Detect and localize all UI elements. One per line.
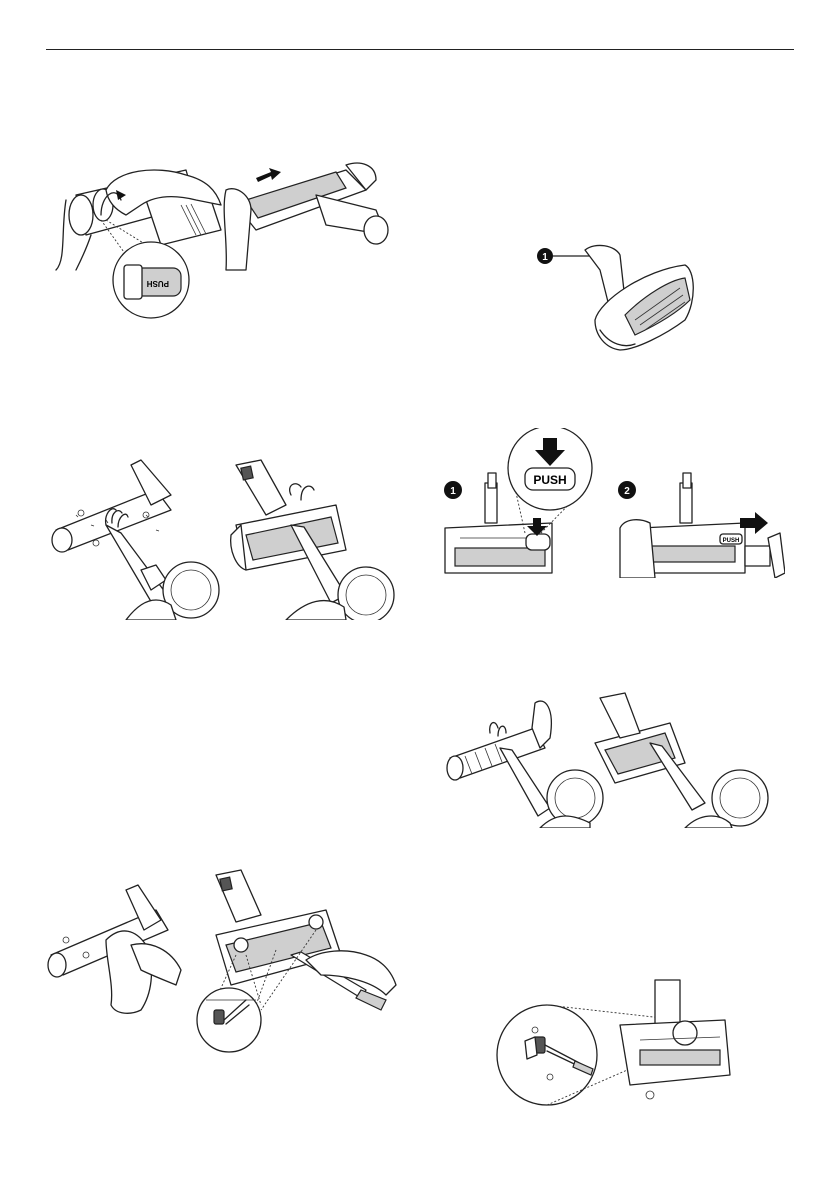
marker-2: 2 [624, 486, 630, 497]
figure-wipe-and-brush [46, 860, 401, 1055]
figure-cleaning-dust [46, 455, 401, 620]
figure-cover-removal: PUSH [46, 150, 401, 320]
figure-roller-head: 1 [525, 240, 705, 365]
marker-1-step: 1 [450, 486, 456, 497]
figure-push-release: 1 PUSH 2 PUSH [440, 428, 785, 578]
figure-roller-cleaning [440, 688, 785, 828]
header-rule [46, 49, 794, 50]
marker-1: 1 [542, 252, 548, 263]
figure-tweezers-cleaning [495, 975, 745, 1115]
push-label-mirrored: PUSH [147, 279, 169, 288]
push-label-bubble: PUSH [533, 473, 566, 487]
push-label-side: PUSH [723, 538, 740, 544]
